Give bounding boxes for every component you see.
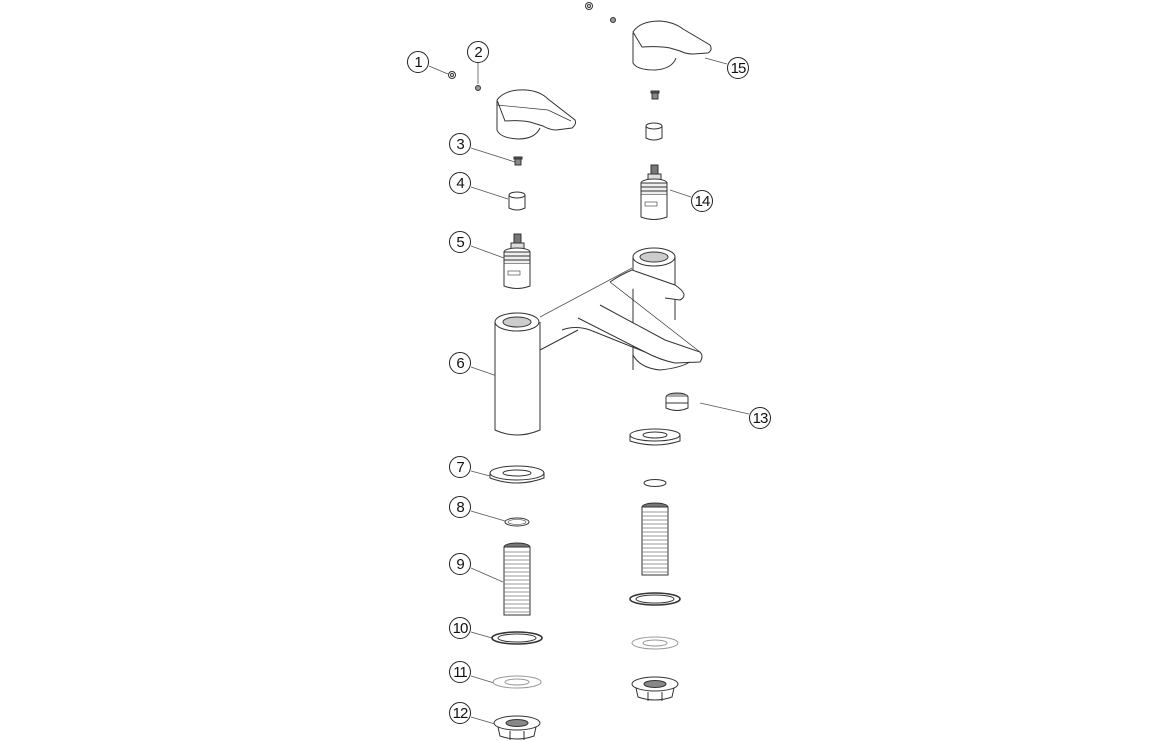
callout-label: 14: [694, 192, 711, 210]
callout-13: 13: [749, 407, 771, 429]
part-8-o-ring: [504, 517, 530, 527]
part-5-cartridge: [503, 233, 531, 289]
part-14-cartridge: [640, 164, 668, 220]
part-11-washer: [492, 675, 542, 689]
callout-label: 7: [456, 458, 464, 476]
callout-1: 1: [407, 51, 429, 73]
callout-4: 4: [449, 172, 471, 194]
callout-9: 9: [449, 553, 471, 575]
right-washer: [629, 428, 681, 446]
callout-15: 15: [727, 57, 749, 79]
right-fibre-washer: [629, 592, 681, 606]
leader-lines: [428, 57, 750, 725]
callout-label: 13: [752, 409, 769, 427]
callout-11: 11: [449, 661, 471, 683]
callout-label: 3: [456, 135, 464, 153]
part-9-threaded-shank: [503, 542, 531, 616]
part-7-washer: [489, 465, 545, 484]
right-threaded-shank: [641, 502, 669, 576]
callout-label: 2: [474, 43, 482, 61]
part-2-screw: [475, 85, 481, 91]
callout-label: 15: [730, 59, 747, 77]
part-12-flange-nut: [493, 715, 541, 740]
right-handle: [585, 2, 712, 71]
callout-label: 1: [414, 53, 422, 71]
right-flat-washer: [631, 636, 679, 650]
callout-label: 10: [452, 619, 469, 637]
part-1-cap: [448, 71, 456, 79]
part-4-sleeve: [508, 191, 526, 211]
callout-label: 12: [452, 704, 469, 722]
callout-label: 8: [456, 498, 464, 516]
callout-3: 3: [449, 133, 471, 155]
callout-10: 10: [449, 617, 471, 639]
callout-label: 9: [456, 555, 464, 573]
callout-6: 6: [449, 352, 471, 374]
right-o-ring: [643, 479, 667, 487]
left-handle: [496, 89, 577, 140]
part-13-aerator: [665, 392, 689, 411]
callout-7: 7: [449, 456, 471, 478]
callout-label: 11: [453, 663, 468, 681]
part-3-screw: [513, 156, 523, 166]
part-10-fibre-washer: [491, 631, 543, 645]
part-6-tap-body: [494, 247, 703, 436]
right-screw: [650, 90, 660, 100]
callout-label: 6: [456, 354, 464, 372]
callout-5: 5: [449, 231, 471, 253]
right-sleeve: [645, 122, 663, 141]
callout-12: 12: [449, 702, 471, 724]
right-flange-nut: [631, 676, 679, 701]
callout-14: 14: [691, 190, 713, 212]
callout-label: 5: [456, 233, 464, 251]
callout-2: 2: [467, 41, 489, 63]
callout-8: 8: [449, 496, 471, 518]
callout-label: 4: [456, 174, 464, 192]
